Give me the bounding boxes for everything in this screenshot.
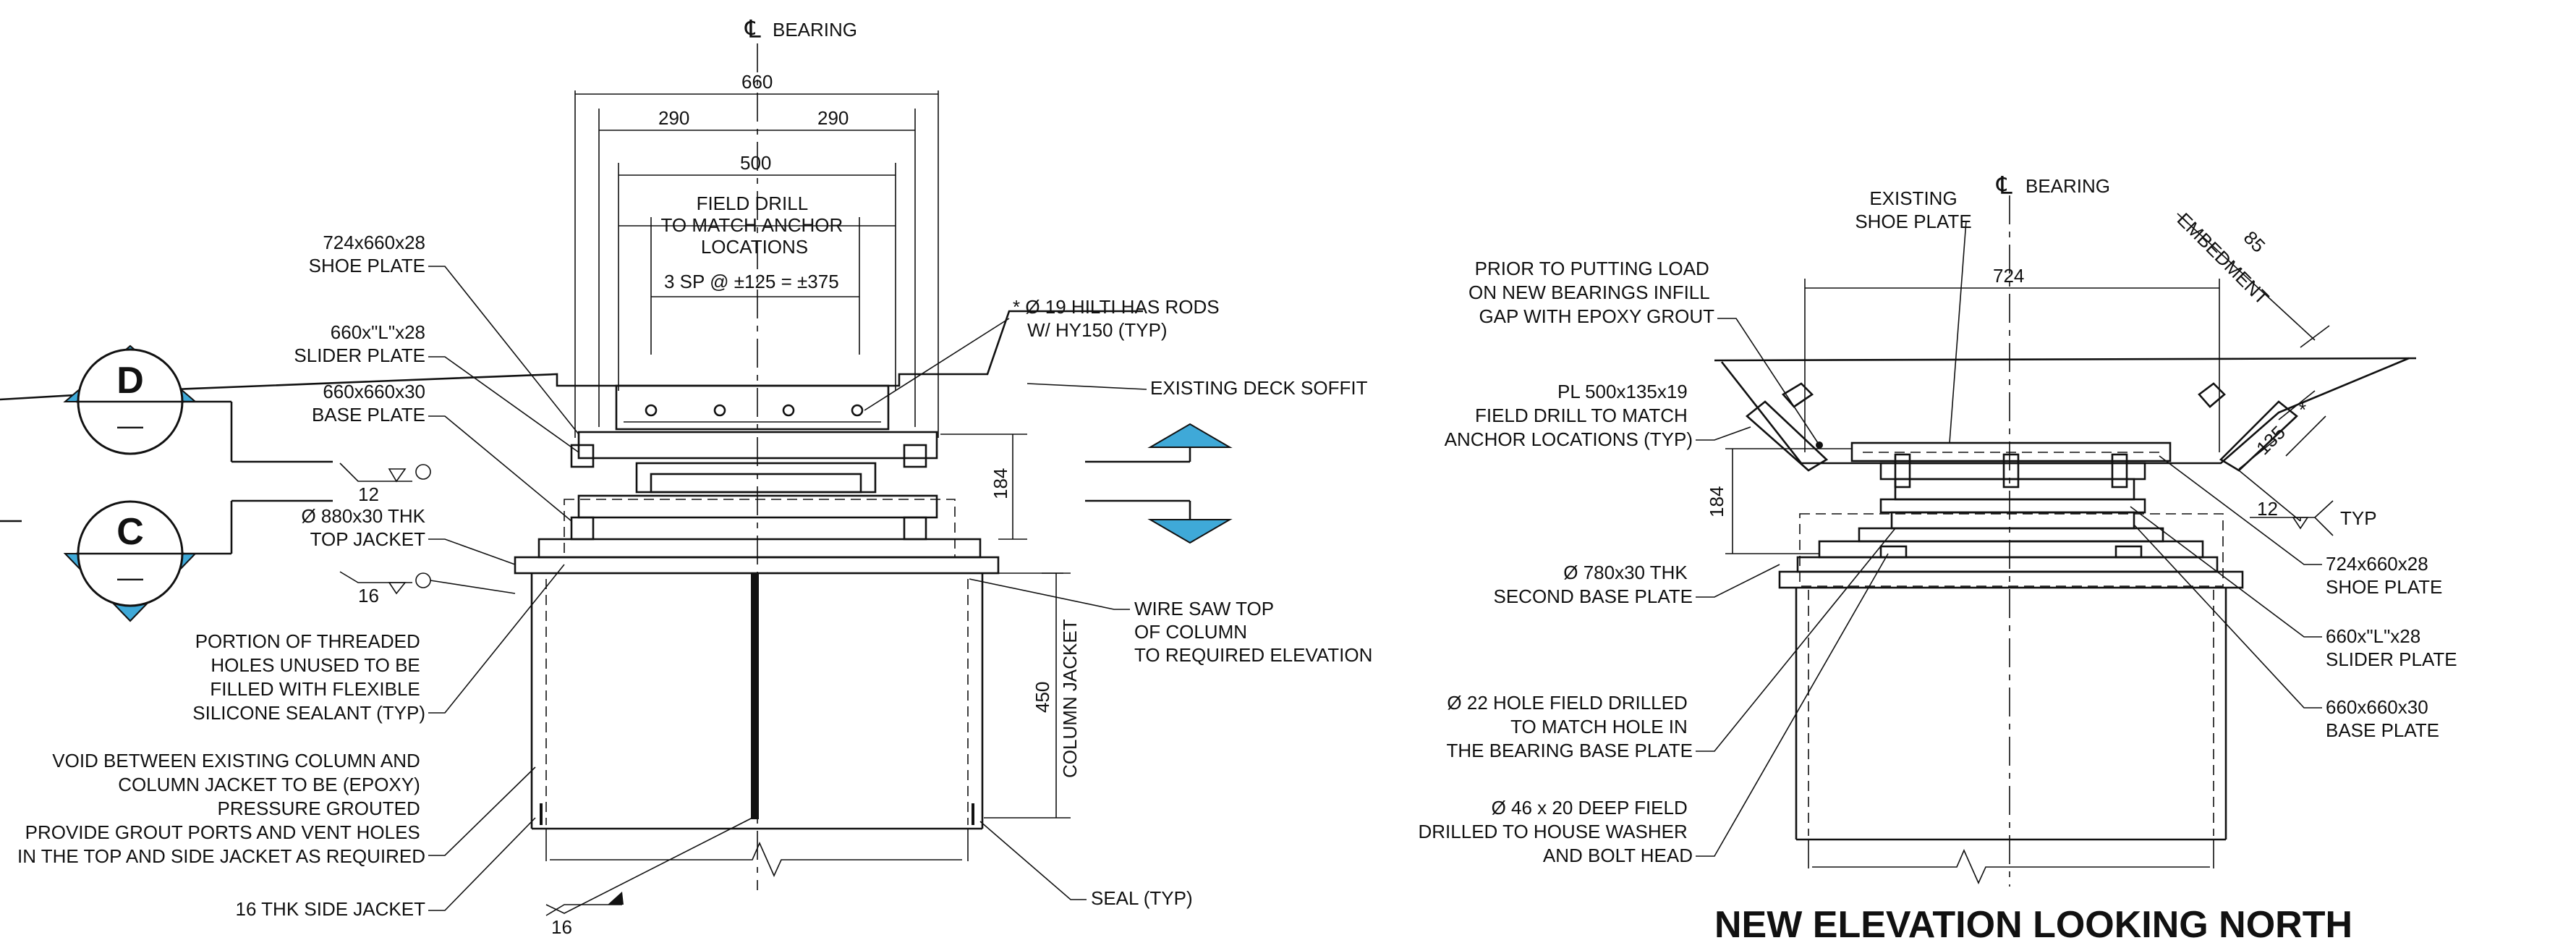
field-drill-note: FIELD DRILL TO MATCH ANCHOR LOCATIONS bbox=[660, 193, 848, 258]
svg-text:12: 12 bbox=[358, 483, 379, 505]
weld-symbol-16-top: 16 bbox=[339, 571, 516, 606]
section-d-sheet: — bbox=[117, 410, 143, 440]
dim-184-right: 184 bbox=[1706, 486, 1727, 517]
anchor-holes bbox=[645, 404, 864, 417]
section-mark-d: D — bbox=[63, 344, 333, 463]
shoe-plate bbox=[615, 384, 890, 431]
section-arrow-down bbox=[1147, 519, 1233, 544]
dim-290-left: 290 bbox=[658, 107, 689, 129]
weld-symbol-16-bottom: 16 bbox=[545, 817, 753, 938]
embedment-label: EMBEDMENT bbox=[2173, 208, 2274, 309]
threaded-holes-note: PORTION OF THREADED HOLES UNUSED TO BE F… bbox=[192, 630, 425, 724]
left-centerline-label: BEARING bbox=[773, 19, 857, 41]
section-c-letter: C bbox=[116, 511, 144, 553]
column-jacket-label: COLUMN JACKET bbox=[1059, 619, 1081, 778]
bearing-core bbox=[635, 462, 877, 494]
left-elevation-view: ℄ BEARING 660 290 290 500 FIELD DRILL TO… bbox=[0, 16, 1372, 938]
deck-soffit-note: EXISTING DECK SOFFIT bbox=[1150, 377, 1368, 399]
top-jacket bbox=[514, 556, 1000, 575]
right-centerline-label: BEARING bbox=[2025, 175, 2110, 197]
pl-note: PL 500x135x19 FIELD DRILL TO MATCH ANCHO… bbox=[1445, 381, 1693, 450]
section-d-letter: D bbox=[116, 360, 144, 402]
drawing-title: NEW ELEVATION LOOKING NORTH bbox=[1714, 904, 2352, 943]
side-jacket-note: 16 THK SIDE JACKET bbox=[236, 898, 426, 920]
left-centerline-symbol: ℄ bbox=[744, 16, 761, 43]
right-top-jacket bbox=[1778, 570, 2244, 589]
right-weld-symbol: 12 TYP bbox=[2238, 470, 2377, 536]
second-base-plate-note: Ø 780x30 THK SECOND BASE PLATE bbox=[1494, 562, 1693, 607]
void-grout-note: VOID BETWEEN EXISTING COLUMN AND COLUMN … bbox=[17, 750, 425, 867]
weld-symbol-12: 12 bbox=[339, 462, 431, 505]
column-joint bbox=[751, 573, 759, 819]
dim-450: 450 bbox=[1032, 682, 1053, 713]
wire-saw-note: WIRE SAW TOP OF COLUMN TO REQUIRED ELEVA… bbox=[1134, 598, 1372, 666]
right-deck-soffit bbox=[1720, 357, 2410, 465]
typ-label: TYP bbox=[2340, 507, 2377, 529]
svg-text:16: 16 bbox=[551, 916, 572, 938]
hole-46-note: Ø 46 x 20 DEEP FIELD DRILLED TO HOUSE WA… bbox=[1419, 797, 1693, 866]
right-shoe-plate bbox=[1850, 441, 2172, 462]
right-centerline-symbol: ℄ bbox=[1996, 172, 2012, 200]
existing-deck-soffit bbox=[0, 310, 1143, 401]
right-second-base-plate bbox=[1796, 556, 2219, 573]
svg-text:16: 16 bbox=[358, 585, 379, 606]
dim-500: 500 bbox=[740, 152, 771, 174]
left-top-dimensions: 660 290 290 500 FIELD DRILL TO MATCH ANC… bbox=[574, 71, 939, 438]
section-c-sheet: — bbox=[117, 562, 143, 592]
star-mark: * bbox=[2299, 399, 2306, 420]
section-mark-c: C — bbox=[0, 499, 333, 622]
dim-724: 724 bbox=[1993, 265, 2024, 287]
embedment-dim: 85 bbox=[2240, 227, 2270, 257]
second-base-plate bbox=[537, 538, 982, 559]
dim-660: 660 bbox=[741, 71, 773, 93]
epoxy-grout-note: PRIOR TO PUTTING LOAD ON NEW BEARINGS IN… bbox=[1468, 258, 1714, 327]
section-cut-arrows bbox=[1085, 423, 1233, 544]
spacing-note: 3 SP @ ±125 = ±375 bbox=[664, 271, 839, 292]
section-arrow-up bbox=[1147, 423, 1233, 448]
dim-290-right: 290 bbox=[817, 107, 849, 129]
svg-text:12: 12 bbox=[2257, 498, 2278, 520]
base-plate bbox=[577, 494, 938, 519]
dim-184-left: 184 bbox=[990, 468, 1011, 499]
seal-note: SEAL (TYP) bbox=[1091, 887, 1193, 909]
hole-22-note: Ø 22 HOLE FIELD DRILLED TO MATCH HOLE IN… bbox=[1446, 692, 1693, 761]
angle-plates bbox=[1745, 382, 2298, 472]
right-elevation-view: ℄ BEARING bbox=[1419, 172, 2457, 943]
